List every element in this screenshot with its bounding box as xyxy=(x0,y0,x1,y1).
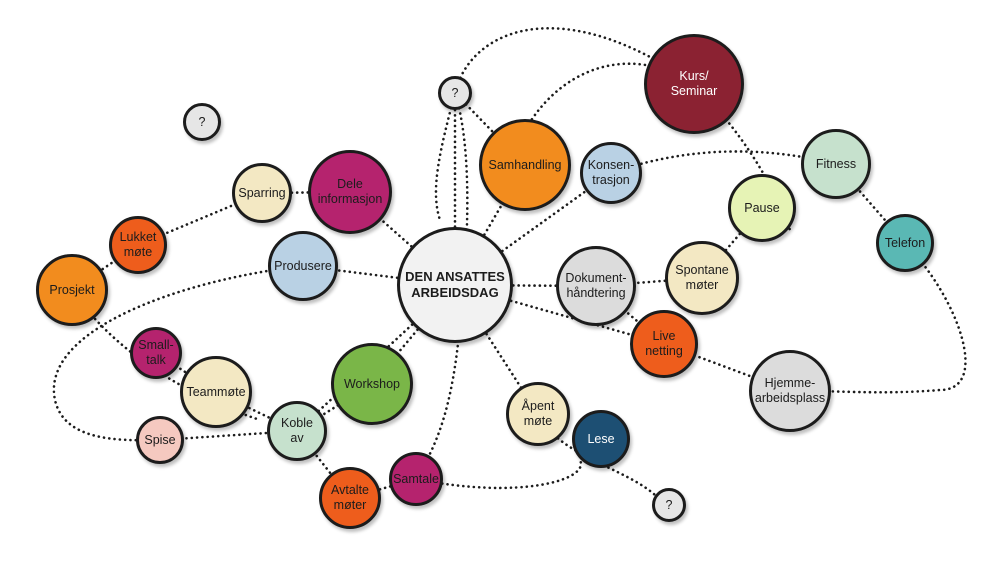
node-label-lese: Lese xyxy=(587,431,615,446)
connection-line-25 xyxy=(414,458,583,490)
node-prosjekt: Prosjekt xyxy=(36,254,108,326)
node-samhandling: Samhandling xyxy=(479,119,571,211)
node-label-q1: ? xyxy=(198,114,206,129)
connection-line-22 xyxy=(788,241,967,394)
node-workshop: Workshop xyxy=(331,343,413,425)
node-label-apent: Åpent møte xyxy=(521,399,555,428)
node-label-spontane: Spontane møter xyxy=(675,263,729,292)
node-spise: Spise xyxy=(136,416,184,464)
node-label-pause: Pause xyxy=(744,200,780,215)
node-konsentrasjon: Konsen- trasjon xyxy=(580,142,642,204)
node-label-avtalte: Avtalte møter xyxy=(331,483,369,512)
node-label-dele: Dele informasjon xyxy=(317,177,383,206)
node-label-hjemme: Hjemme- arbeidsplass xyxy=(754,376,826,405)
node-label-spise: Spise xyxy=(144,432,176,447)
node-produsere: Produsere xyxy=(268,231,338,301)
node-koble: Koble av xyxy=(267,401,327,461)
node-label-q2: ? xyxy=(451,85,459,100)
node-lese: Lese xyxy=(572,410,630,468)
node-label-teammote: Teammøte xyxy=(186,384,246,399)
node-label-koble: Koble av xyxy=(281,416,313,445)
node-hjemme: Hjemme- arbeidsplass xyxy=(749,350,831,432)
node-live: Live netting xyxy=(630,310,698,378)
node-teammote: Teammøte xyxy=(180,356,252,428)
node-label-q3: ? xyxy=(665,497,673,512)
node-label-telefon: Telefon xyxy=(884,235,926,250)
center-node: DEN ANSATTES ARBEIDSDAG xyxy=(397,227,513,343)
node-dele: Dele informasjon xyxy=(308,150,392,234)
node-label-dokument: Dokument- håndtering xyxy=(565,271,627,300)
node-avtalte: Avtalte møter xyxy=(319,467,381,529)
node-label-prosjekt: Prosjekt xyxy=(49,282,95,297)
node-label-live: Live netting xyxy=(645,329,683,358)
node-fitness: Fitness xyxy=(801,129,871,199)
node-samtale: Samtale xyxy=(389,452,443,506)
center-node-label: DEN ANSATTES ARBEIDSDAG xyxy=(405,269,505,300)
node-label-produsere: Produsere xyxy=(274,258,332,273)
node-q1: ? xyxy=(183,103,221,141)
node-lukket: Lukket møte xyxy=(109,216,167,274)
connection-line-27 xyxy=(434,26,696,222)
node-smalltalk: Small- talk xyxy=(130,327,182,379)
node-pause: Pause xyxy=(728,174,796,242)
node-label-lukket: Lukket møte xyxy=(119,230,157,259)
node-spontane: Spontane møter xyxy=(665,241,739,315)
connection-line-29 xyxy=(536,412,666,507)
node-telefon: Telefon xyxy=(876,214,934,272)
node-label-kurs: Kurs/ Seminar xyxy=(670,69,718,98)
connection-line-26 xyxy=(414,91,469,481)
node-dokument: Dokument- håndtering xyxy=(556,246,636,326)
node-label-workshop: Workshop xyxy=(343,376,401,391)
node-label-smalltalk: Small- talk xyxy=(138,338,174,367)
node-kurs: Kurs/ Seminar xyxy=(644,34,744,134)
node-apent: Åpent møte xyxy=(506,382,570,446)
node-label-sparring: Sparring xyxy=(238,185,286,200)
node-label-konsentrasjon: Konsen- trasjon xyxy=(587,158,635,187)
node-sparring: Sparring xyxy=(232,163,292,223)
node-label-samhandling: Samhandling xyxy=(488,157,562,172)
node-q2: ? xyxy=(438,76,472,110)
connection-line-23 xyxy=(52,264,305,442)
node-q3: ? xyxy=(652,488,686,522)
node-label-fitness: Fitness xyxy=(815,156,857,171)
node-label-samtale: Samtale xyxy=(393,471,439,486)
